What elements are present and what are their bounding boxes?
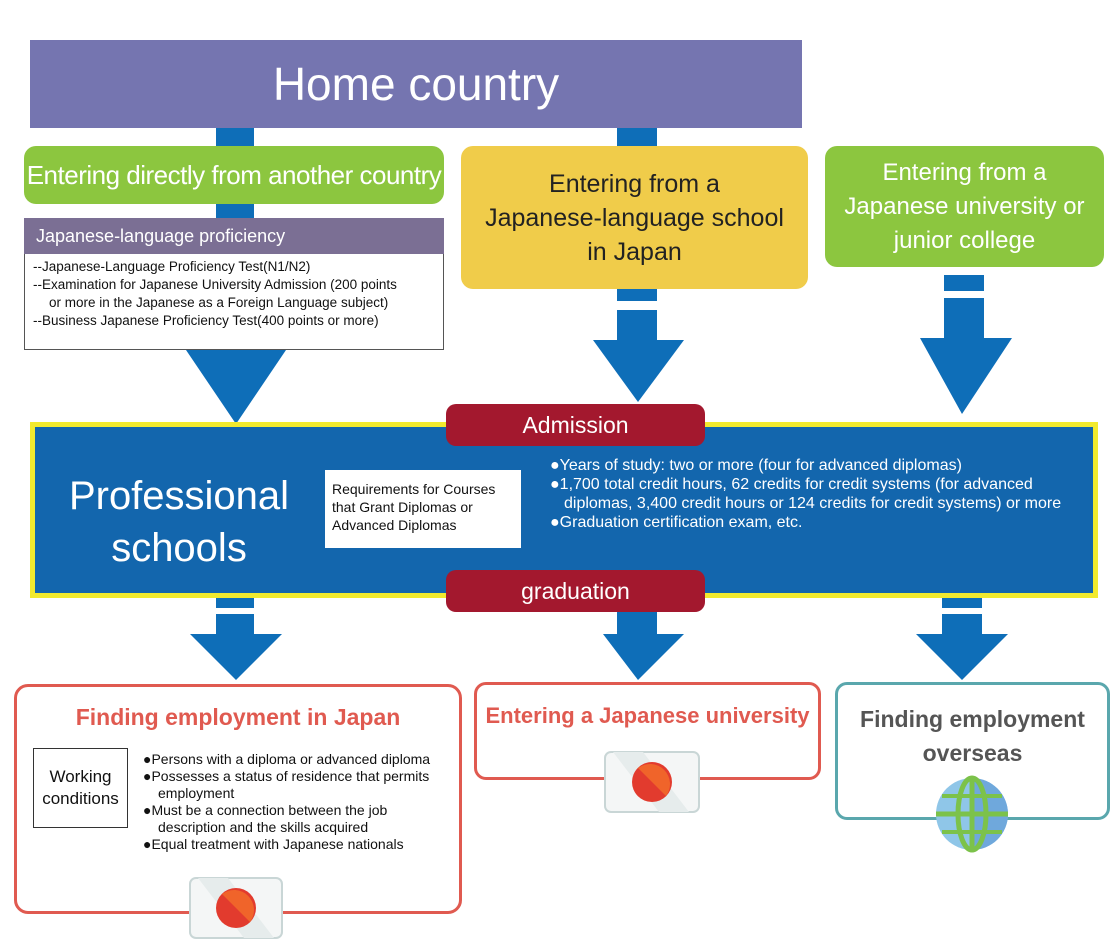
- proficiency-item: or more in the Japanese as a Foreign Lan…: [49, 295, 389, 310]
- language-school-line: Entering from a: [549, 169, 720, 198]
- home-country-title: Home country: [272, 58, 560, 110]
- overseas-title-line: Finding employment: [860, 706, 1085, 732]
- requirements-label-line: Requirements for Courses: [332, 481, 496, 497]
- professional-schools-panel: [30, 422, 1098, 598]
- arrow-stem-right-1: [944, 275, 984, 291]
- japan-flag-icon: [604, 751, 700, 813]
- globe-icon: [936, 775, 1008, 853]
- home-country-banner: Home country: [30, 40, 802, 128]
- graduation-badge: graduation: [446, 570, 705, 612]
- arrow-stem-left-2: [216, 204, 254, 218]
- requirement-item: ●1,700 total credit hours, 62 credits fo…: [550, 476, 1062, 512]
- professional-title-line: schools: [111, 526, 247, 570]
- condition-item: ●Must be a connection between the job de…: [143, 802, 388, 835]
- condition-item: ●Persons with a diploma or advanced dipl…: [143, 751, 431, 767]
- arrow-stem-left-1: [216, 128, 254, 146]
- direct-entry-box: Entering directly from another country: [24, 146, 444, 204]
- proficiency-item: --Business Japanese Proficiency Test(400…: [33, 313, 379, 328]
- requirements-label-line: that Grant Diplomas or: [332, 499, 473, 515]
- direct-entry-title: Entering directly from another country: [26, 159, 442, 190]
- arrow-stem-out-left-1: [216, 598, 254, 608]
- arrow-down-mid-admission: [593, 340, 684, 402]
- working-conditions-line: Working: [49, 767, 112, 786]
- language-school-line: in Japan: [587, 237, 682, 266]
- arrow-down-overseas: [916, 634, 1008, 680]
- university-entry-box: Entering from a Japanese university or j…: [825, 146, 1104, 267]
- arrow-down-university: [603, 634, 684, 680]
- admission-badge: Admission: [446, 404, 705, 446]
- arrow-stem-mid-1: [617, 128, 657, 146]
- working-conditions-line: conditions: [42, 789, 119, 808]
- arrow-stem-out-mid: [617, 612, 657, 634]
- admission-label: Admission: [522, 411, 629, 438]
- requirement-item: ●Graduation certification exam, etc.: [550, 514, 803, 531]
- requirement-item: ●Years of study: two or more (four for a…: [550, 457, 962, 474]
- arrow-stem-right-2: [944, 298, 984, 338]
- proficiency-list: --Japanese-Language Proficiency Test(N1/…: [24, 254, 444, 350]
- arrow-stem-out-right-2: [942, 614, 982, 634]
- arrow-down-japan-employment: [190, 634, 282, 680]
- japan-employment-title: Finding employment in Japan: [75, 704, 401, 730]
- university-entry-line: junior college: [893, 226, 1036, 254]
- arrow-stem-mid-3: [617, 310, 657, 340]
- condition-item: ●Possesses a status of residence that pe…: [143, 768, 430, 801]
- working-conditions-label: Working conditions: [33, 748, 128, 828]
- university-entry-line: Entering from a: [882, 158, 1047, 186]
- overseas-employment-title: Finding employment overseas: [835, 702, 1110, 770]
- arrow-stem-out-left-2: [216, 614, 254, 634]
- arrow-stem-mid-2: [617, 289, 657, 301]
- arrow-down-left-admission: [186, 350, 286, 424]
- language-school-box: Entering from a Japanese-language school…: [461, 146, 808, 289]
- proficiency-item: --Japanese-Language Proficiency Test(N1/…: [33, 259, 311, 274]
- proficiency-item: --Examination for Japanese University Ad…: [33, 277, 397, 292]
- arrow-down-right-admission: [920, 338, 1012, 414]
- professional-title-line: Professional: [68, 474, 290, 518]
- requirements-label-box: Requirements for Courses that Grant Dipl…: [325, 470, 521, 548]
- overseas-title-line: overseas: [922, 740, 1023, 766]
- japan-flag-icon: [189, 877, 283, 939]
- condition-item: ●Equal treatment with Japanese nationals: [143, 836, 404, 852]
- graduation-label: graduation: [521, 577, 630, 604]
- university-entry-line: Japanese university or: [844, 192, 1085, 220]
- language-school-line: Japanese-language school: [485, 203, 784, 232]
- japanese-university-title: Entering a Japanese university: [485, 703, 810, 728]
- arrow-stem-out-right-1: [942, 598, 982, 608]
- requirements-label-line: Advanced Diplomas: [332, 517, 457, 533]
- professional-schools-title: Professional schools: [44, 470, 314, 574]
- working-conditions-list: ●Persons with a diploma or advanced dipl…: [143, 751, 448, 853]
- requirements-list: ●Years of study: two or more (four for a…: [550, 456, 1070, 532]
- proficiency-heading: Japanese-language proficiency: [24, 218, 444, 254]
